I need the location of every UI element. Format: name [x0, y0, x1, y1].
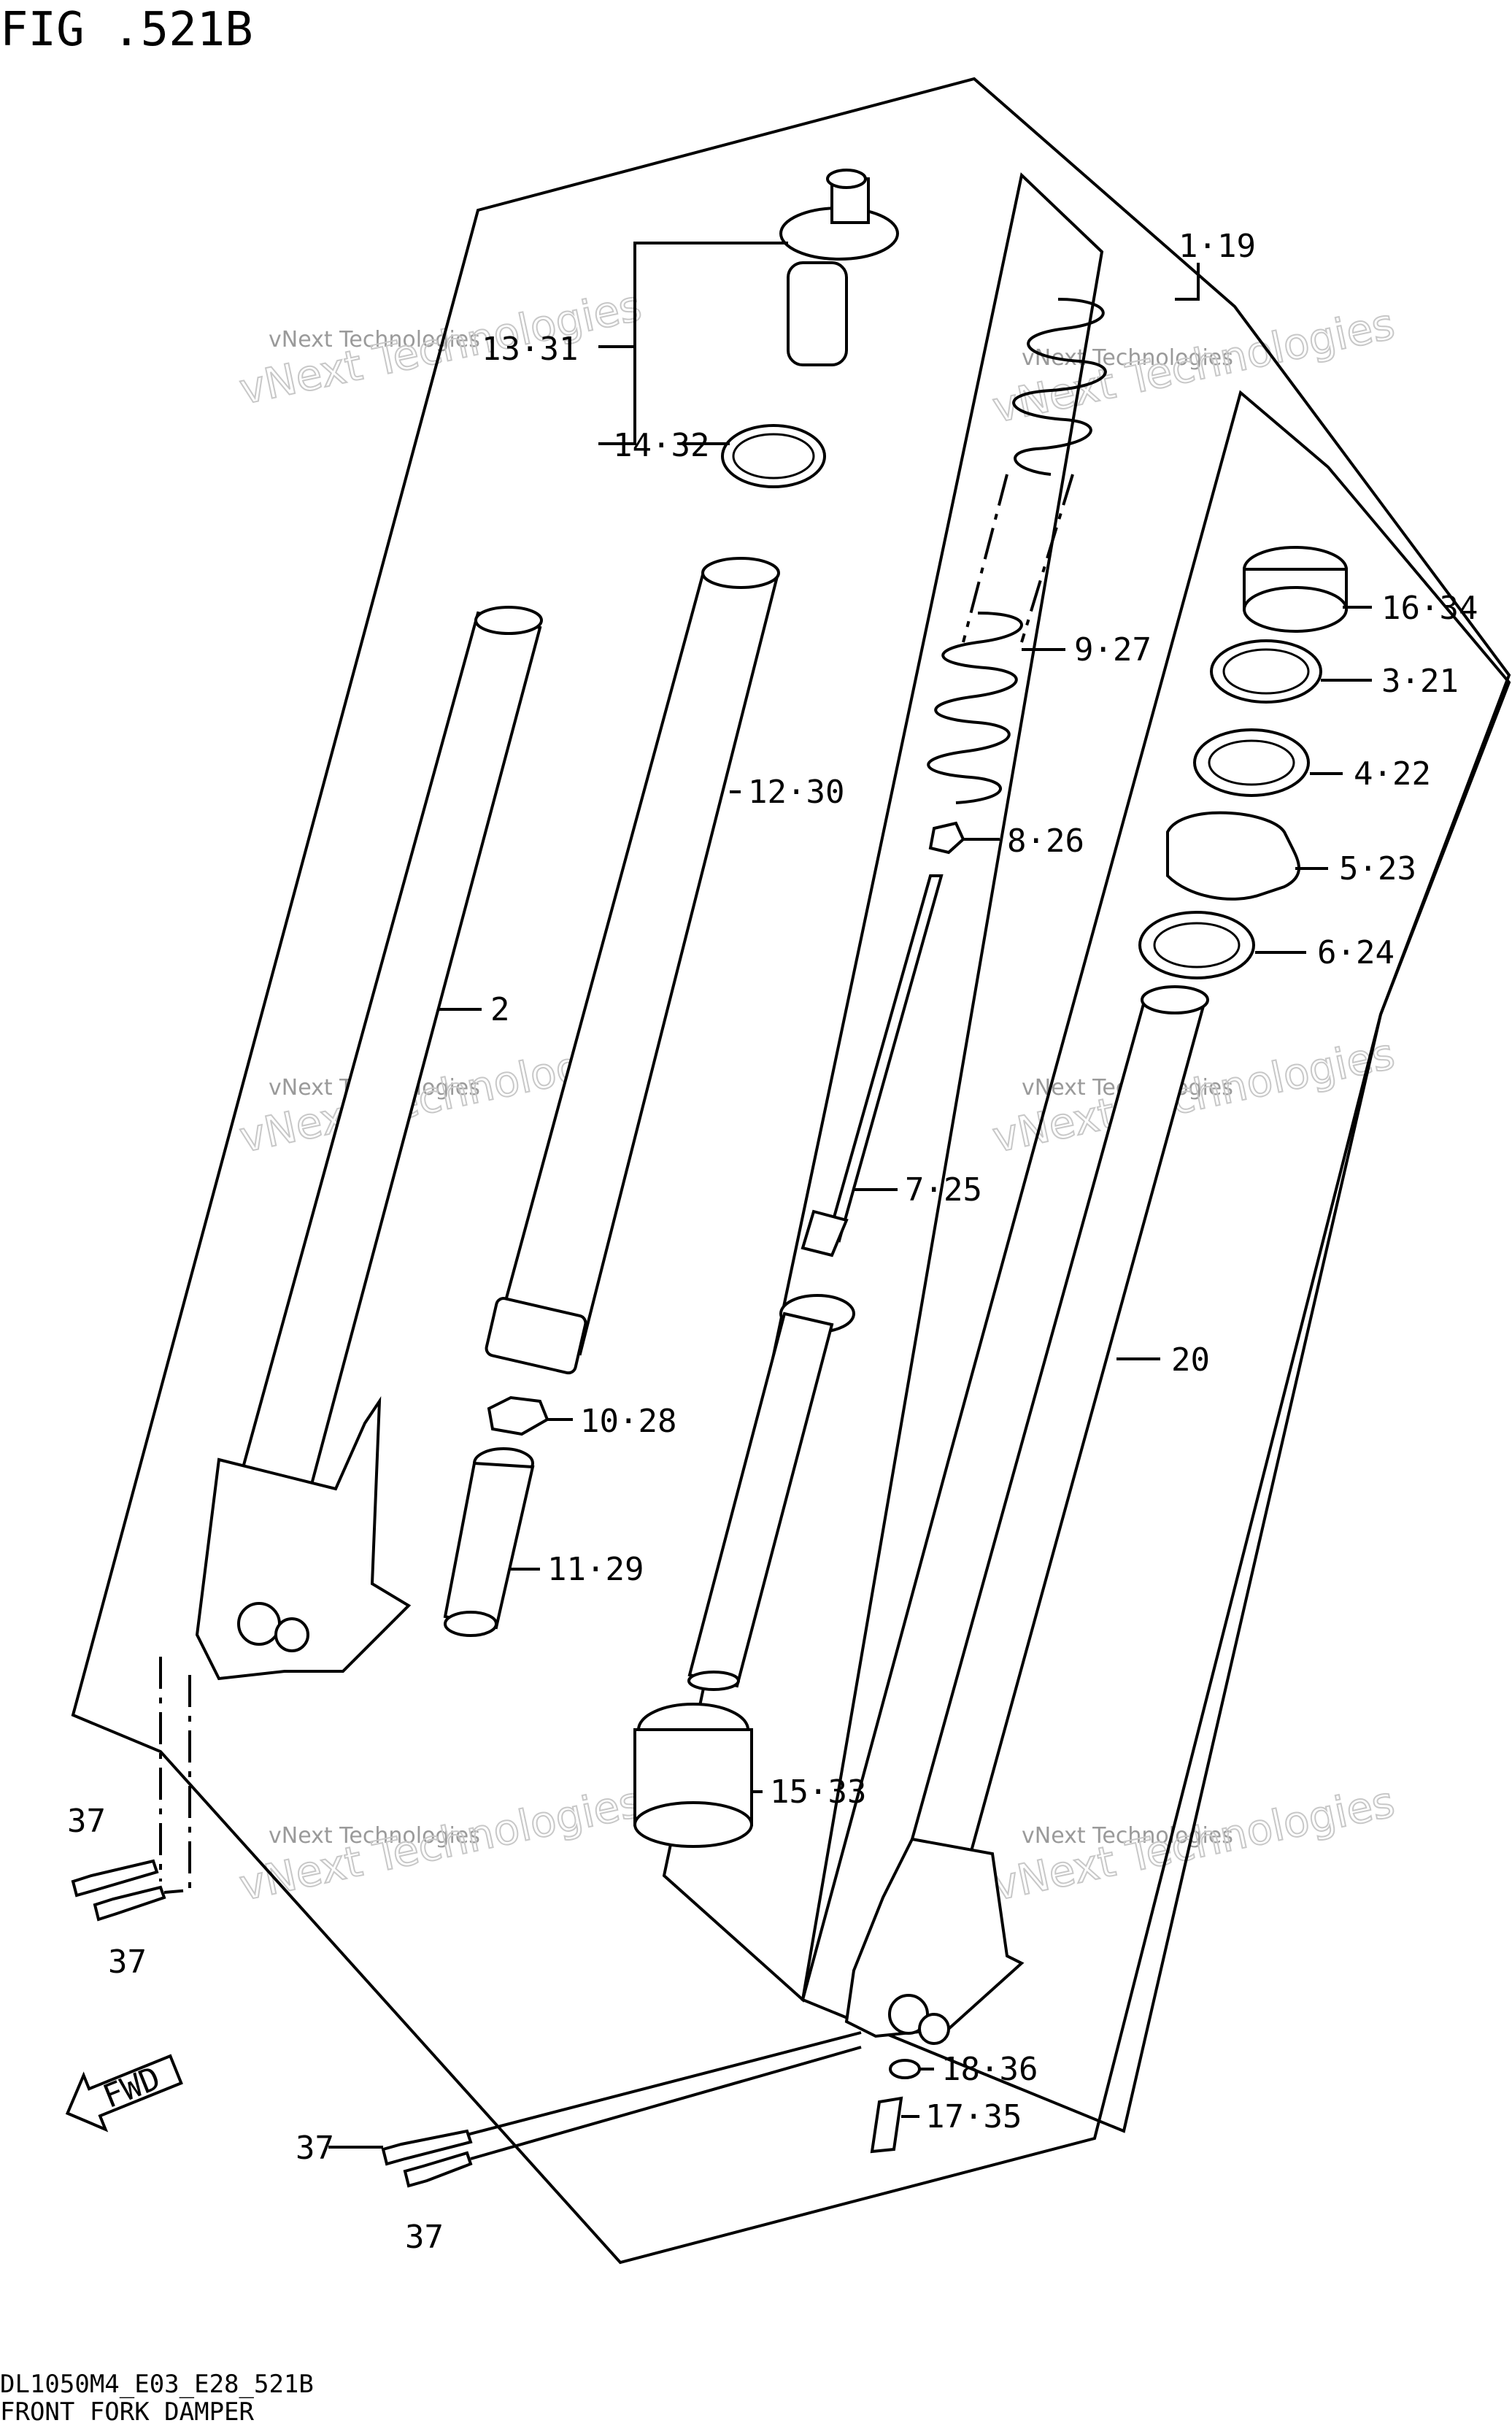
callout-7-25: 7·25 [905, 1171, 982, 1209]
callout-16-34: 16·34 [1381, 590, 1478, 627]
figure-title: FIG .521B [0, 3, 253, 57]
spring-centerline-left [962, 474, 1008, 643]
washer-seat [487, 1395, 549, 1436]
collar [633, 1703, 753, 1848]
spring-centerline-right [1020, 474, 1074, 643]
forward-arrow-icon: FWD [65, 2054, 183, 2133]
damper-rod-cartridge [687, 874, 944, 1691]
watermark: vNext Technologies vNext Technologies [234, 1776, 646, 1911]
washer-18-36 [889, 2059, 921, 2079]
callout-13-31: 13·31 [482, 331, 578, 368]
bolt-37-bottom-upper [381, 2129, 473, 2166]
inner-tube [485, 557, 780, 1375]
watermark: vNext Technologies vNext Technologies [987, 1028, 1399, 1163]
slide-bushing [1138, 911, 1255, 979]
watermark: vNext Technologies vNext Technologies [987, 1776, 1399, 1911]
callout-14-32: 14·32 [613, 427, 709, 464]
callout-9-27: 9·27 [1074, 631, 1152, 669]
callout-1-19: 1·19 [1179, 228, 1256, 265]
callout-11-29: 11·29 [547, 1551, 644, 1588]
callout-20: 20 [1171, 1341, 1210, 1379]
callout-2: 2 [490, 991, 510, 1028]
outer-tube-right [844, 985, 1209, 2045]
watermark: vNext Technologies vNext Technologies [987, 298, 1399, 434]
lock-nut [928, 821, 965, 855]
snap-ring [1166, 811, 1300, 901]
assembly-boundary-inner [801, 390, 1511, 2133]
callout-10-28: 10·28 [580, 1403, 676, 1440]
callout-5-23: 5·23 [1339, 850, 1416, 887]
drain-bolt-17-35 [870, 2096, 903, 2154]
outer-tube-left [195, 606, 543, 1681]
bolt-37-lower [93, 1885, 166, 1922]
o-ring [721, 424, 826, 488]
fork-cap [779, 169, 899, 366]
callout-8-26: 8·26 [1007, 823, 1084, 860]
oil-lock-piece [443, 1447, 535, 1637]
assembly-boundary-outer [71, 77, 1511, 2265]
footer-caption: FRONT FORK DAMPER [0, 2397, 255, 2423]
callout-4-22: 4·22 [1354, 755, 1431, 793]
callout-18-36: 18·36 [941, 2051, 1038, 2088]
callout-12-30: 12·30 [748, 774, 844, 811]
callout-37-c: 37 [296, 2130, 334, 2167]
callout-37-d: 37 [405, 2219, 444, 2256]
bolt-37-bottom-lower [403, 2151, 473, 2188]
dust-seal-ring [1243, 546, 1348, 633]
fork-spring-upper [1012, 298, 1107, 476]
watermark-text: vNext Technologies [269, 1823, 480, 1849]
callout-37-b: 37 [108, 1944, 147, 1981]
oil-seal [1193, 728, 1310, 797]
callout-6-24: 6·24 [1317, 934, 1395, 971]
watermark-text: vNext Technologies [1022, 1823, 1233, 1849]
callout-17-35: 17·35 [925, 2098, 1022, 2135]
leader-lines [159, 242, 1372, 2160]
bolt-37-upper [71, 1859, 159, 1898]
fork-spring-lower [927, 612, 1023, 804]
callout-3-21: 3·21 [1381, 663, 1459, 700]
stopper-ring [1210, 639, 1322, 704]
footer-code: DL1050M4_E03_E28_521B [0, 2370, 314, 2399]
callout-15-33: 15·33 [770, 1773, 866, 1811]
callout-37-a: 37 [67, 1803, 106, 1840]
